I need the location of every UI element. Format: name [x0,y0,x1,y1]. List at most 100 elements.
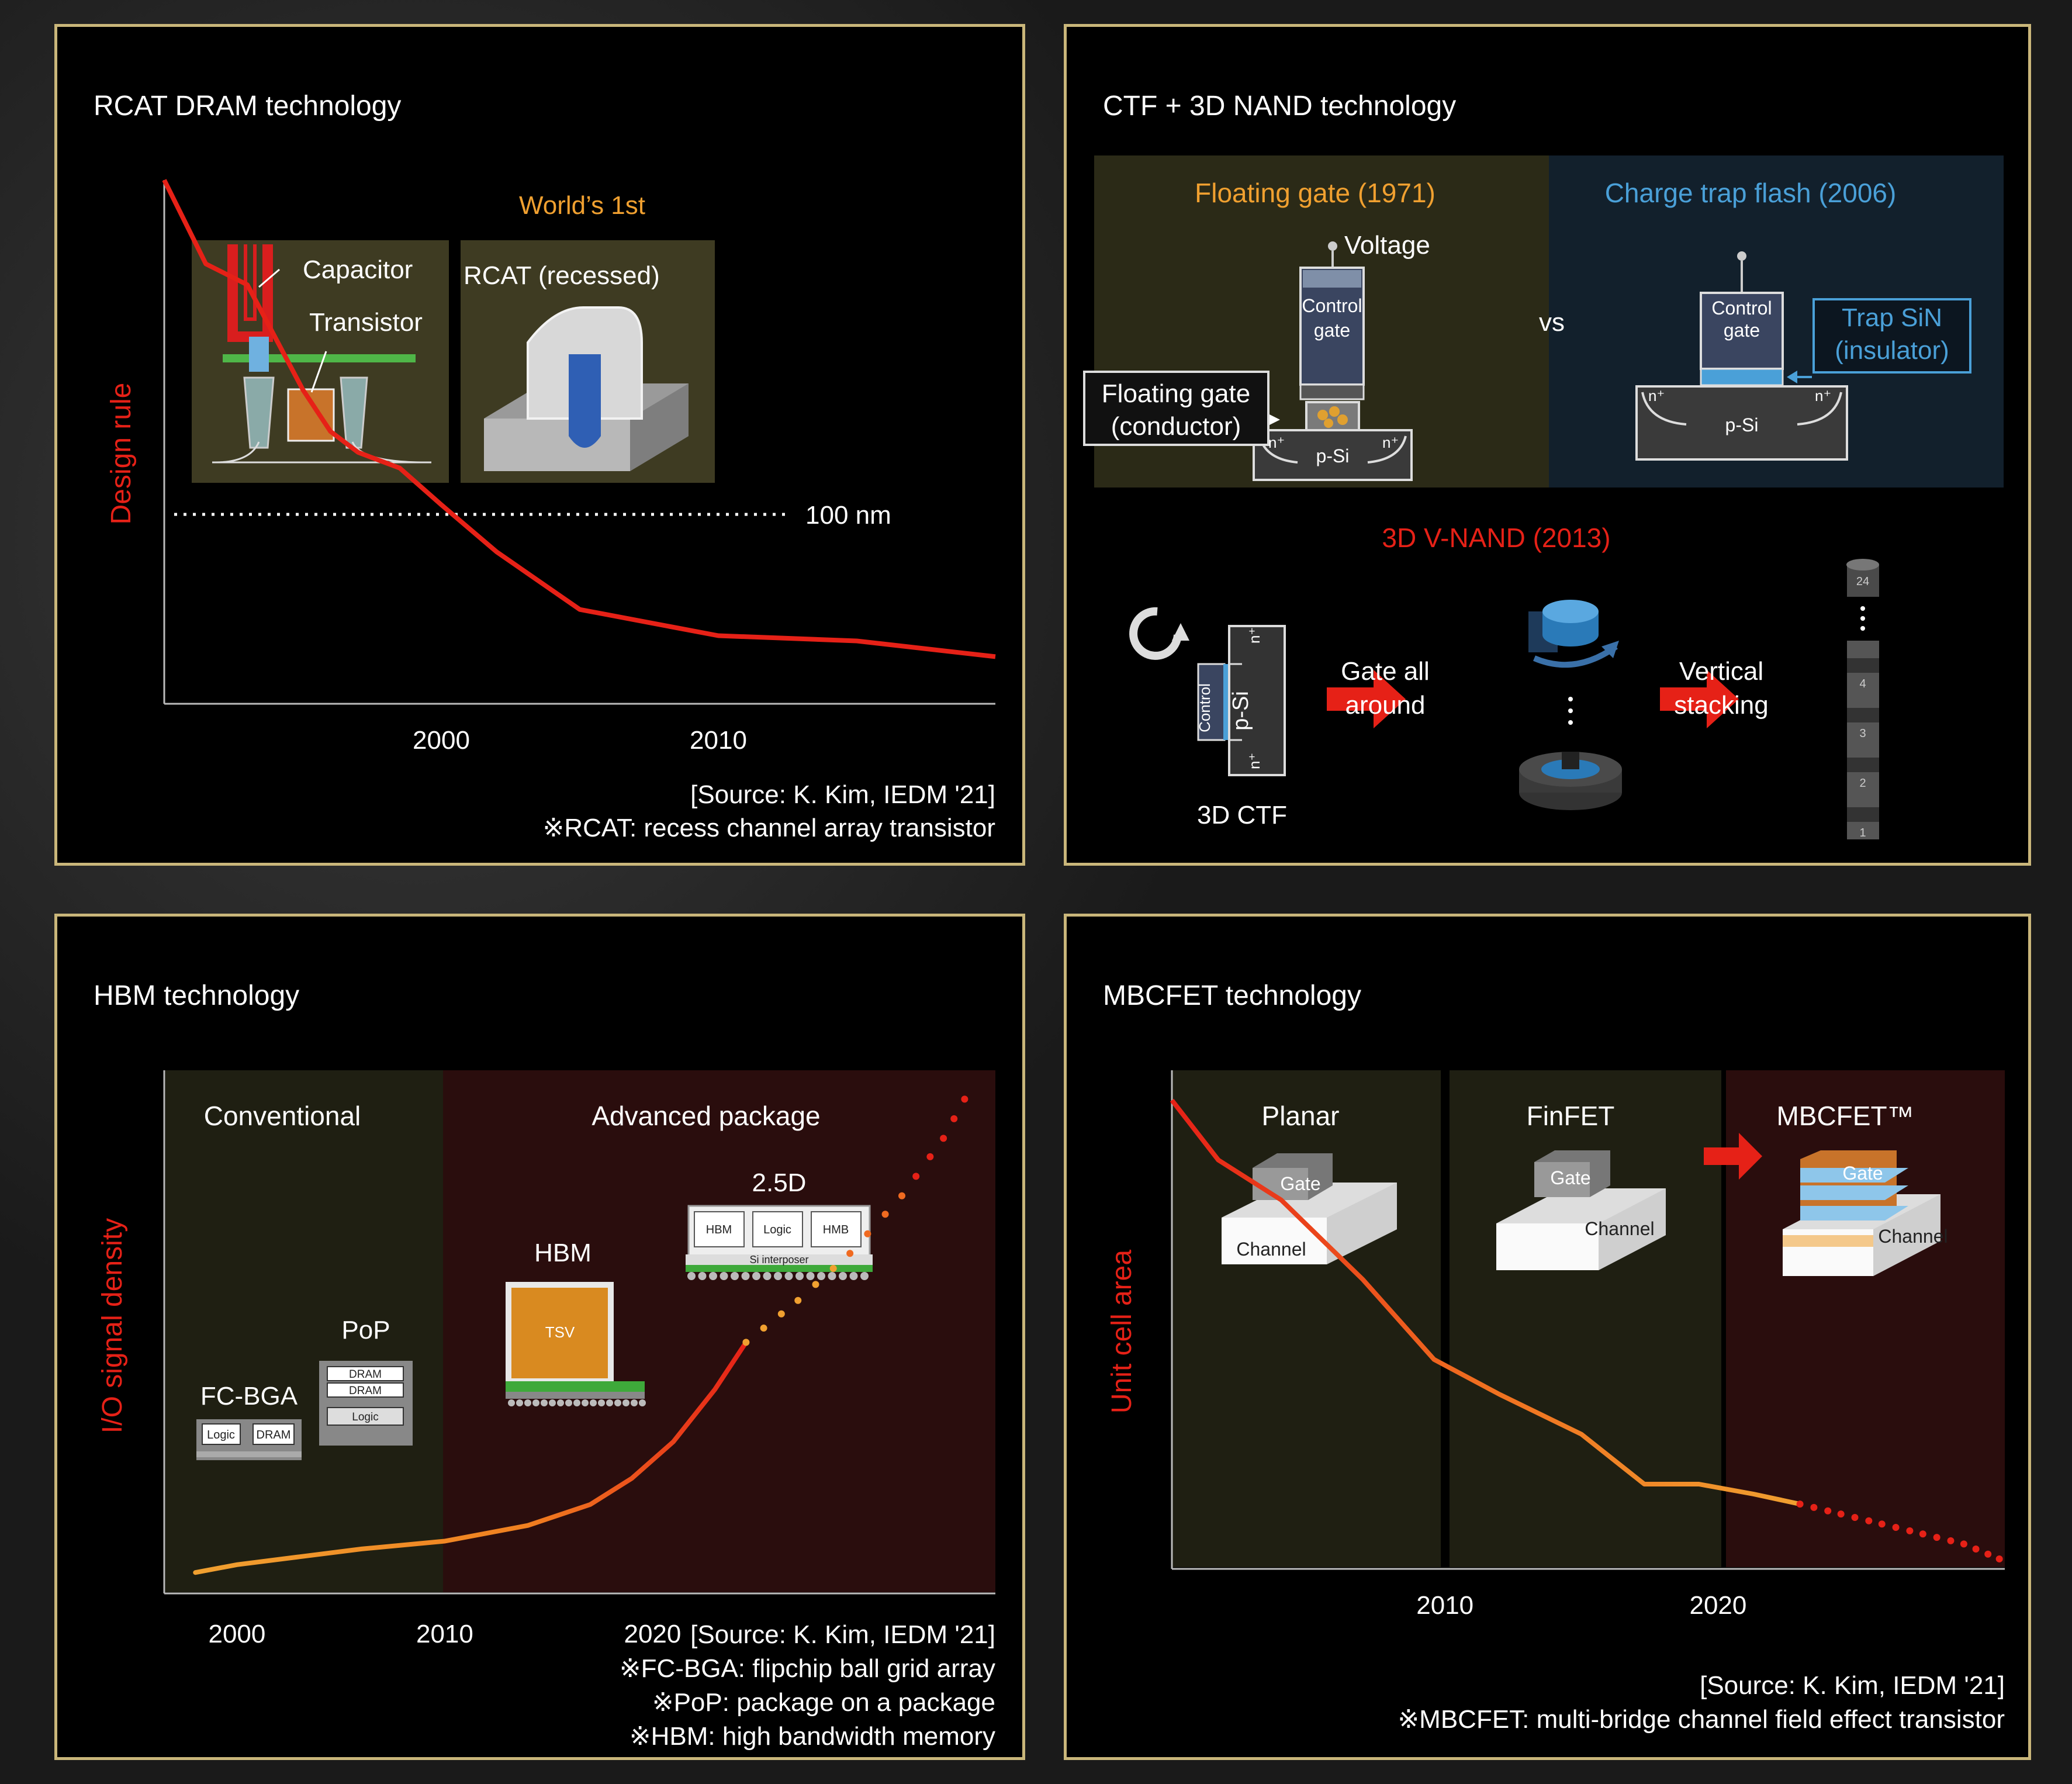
rcat-chart: Design rule 100 nm Capacitor Transistor [106,179,996,842]
solder-ball [817,1272,825,1280]
fcbga-logic-chip: Logic [207,1429,235,1441]
finfet-gate-label: Gate [1550,1167,1590,1188]
mbcfet-device-diagram [1783,1150,1940,1276]
projection-dot [1995,1555,2003,1562]
solder-ball [763,1272,772,1280]
vs-label: vs [1539,308,1565,337]
projection-dot [846,1250,854,1257]
projection-dot [898,1192,906,1199]
y-axis-label: I/O signal density [97,1218,128,1433]
finfet-device-diagram [1496,1150,1666,1270]
solder-ball [565,1399,572,1406]
nplus-left: n⁺ [1268,434,1285,451]
projection-dot [1796,1501,1804,1508]
solder-ball [524,1399,531,1406]
projection-dot [864,1230,871,1237]
planar-gate-label: Gate [1280,1173,1320,1194]
stack-layer-number: 2 [1859,777,1866,790]
pop-label: PoP [341,1316,390,1344]
solder-ball [720,1272,728,1280]
projection-dot [1851,1513,1859,1521]
control-gate-label: Control [1302,295,1362,316]
worlds-first-label: World’s 1st [519,191,645,220]
psi-label: p-Si [1316,445,1350,466]
3d-ctf-diagram [1129,607,1286,776]
si-interposer-label: Si interposer [749,1254,808,1266]
projection-dot [926,1153,934,1160]
finfet-label: FinFET [1527,1101,1615,1131]
solder-ball [573,1399,580,1406]
x-tick-label: 2000 [413,726,470,755]
stack-layer-number: 1 [1859,827,1866,839]
projection-dot [950,1115,958,1122]
projection-dot [881,1211,889,1218]
ctf-nplus-left: n⁺ [1648,387,1665,404]
conventional-label: Conventional [204,1101,361,1131]
panel-title: CTF + 3D NAND technology [1103,91,1457,122]
solder-ball [549,1399,556,1406]
solder-ball [774,1272,782,1280]
nplus-right: n⁺ [1382,434,1399,451]
rcat-recessed-diagram: RCAT (recessed) [461,240,715,483]
solder-ball [639,1399,646,1406]
hbm-stack-diagram [506,1282,645,1399]
ctf-cell [1635,251,1971,461]
3d-ctf-psi-label: p-Si [1229,691,1253,731]
ctf-control-gate-label-2: gate [1724,320,1760,341]
solder-ball [849,1272,858,1280]
panel-title: MBCFET technology [1103,980,1361,1011]
conventional-region [165,1070,443,1592]
unit-cell-area-line [1170,1098,1801,1507]
projection-dot [1933,1534,1940,1541]
projection-dot [1878,1520,1886,1528]
panel-title: RCAT DRAM technology [94,91,402,122]
solder-ball [731,1272,739,1280]
pop-dram-chip-2: DRAM [349,1385,382,1397]
solder-ball [590,1399,597,1406]
note-text: ※RCAT: recess channel array transistor [542,814,995,842]
planar-channel-label: Channel [1236,1239,1306,1260]
mbcfet-chart: Unit cell area Planar FinFET MBCFET™ Gat… [1106,1070,2005,1734]
note-hbm: ※HBM: high bandwidth memory [629,1722,995,1751]
planar-device-diagram [1222,1153,1397,1264]
solder-ball [860,1272,869,1280]
floating-gate-label: Floating gate [1102,379,1250,408]
projection-dot [1906,1527,1914,1534]
y-axis-label: Design rule [106,383,137,525]
projection-dot [940,1135,947,1142]
rcat-panel: RCAT DRAM technology Design rule 100 nm … [54,24,1025,866]
control-gate-label-2: gate [1314,320,1350,341]
projection-dot [742,1339,750,1346]
capacitor-label: Capacitor [303,255,413,284]
arrow-right-icon [1704,1133,1762,1180]
solder-ball [582,1399,589,1406]
vertical-stack-diagram [1846,559,1879,839]
hbm-chart: I/O signal density Conventional Advanced… [97,1070,995,1751]
projection-dot [777,1310,785,1318]
floating-gate-cell [1083,241,1413,481]
mbcfet-region [1726,1070,2005,1567]
solder-ball [606,1399,613,1406]
arrow-right-icon [1327,670,1406,728]
finfet-region [1450,1070,1721,1567]
advanced-package-label: Advanced package [591,1101,820,1131]
panel-title: HBM technology [94,980,300,1011]
projection-dot [794,1296,802,1304]
2-5d-solder-balls [687,1272,869,1280]
projection-dot [760,1325,767,1332]
projection-dot [1960,1540,1967,1548]
projection-dot [1892,1524,1900,1531]
x-tick-label: 2020 [624,1620,681,1648]
mbcfet-label: MBCFET™ [1776,1101,1914,1131]
projection-dot [1865,1517,1873,1524]
3d-ctf-nplus-bottom: n⁺ [1246,753,1263,769]
solder-ball [752,1272,760,1280]
planar-label: Planar [1262,1101,1340,1131]
stack-layer-number: 24 [1856,575,1869,588]
stack-layer-number: 4 [1859,677,1866,690]
solder-ball [784,1272,793,1280]
